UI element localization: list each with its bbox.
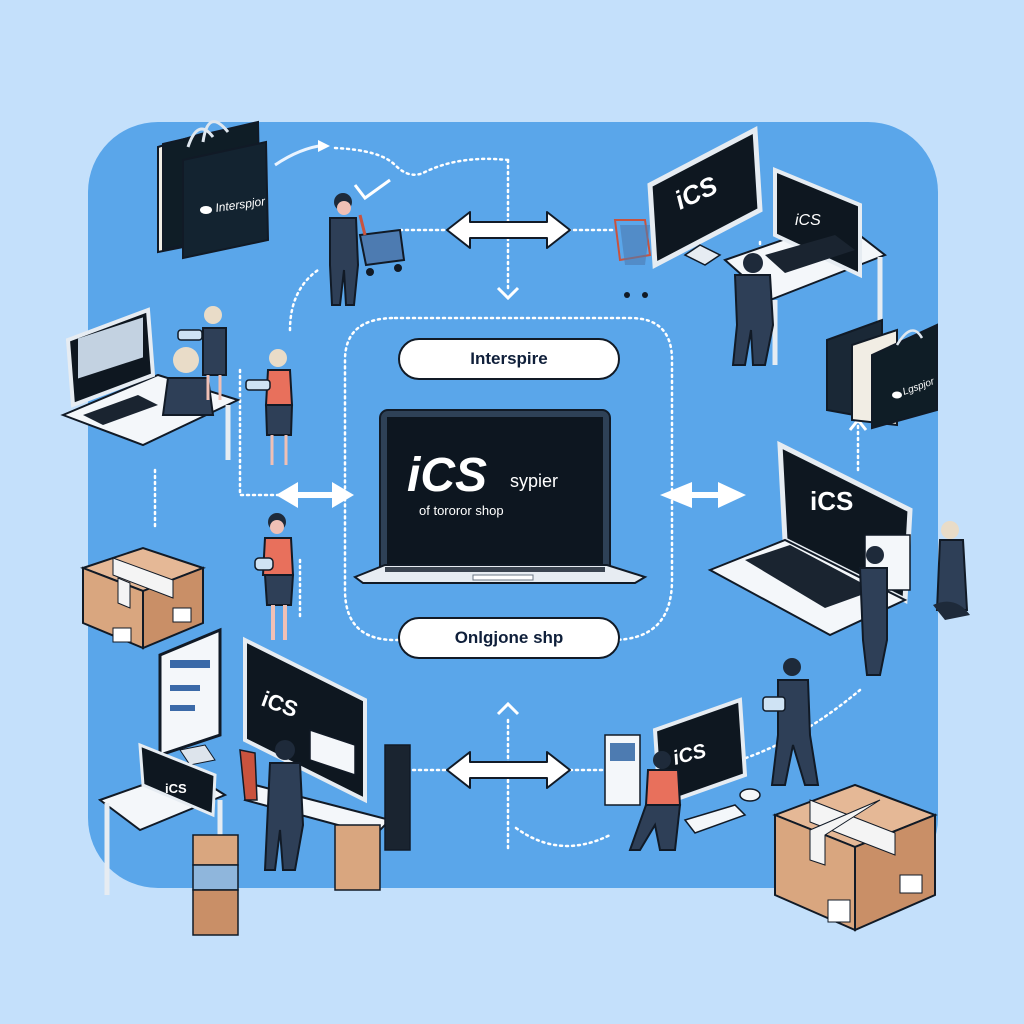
center-laptop: iCS sypier of tororor shop [352,409,648,584]
center-screen-subtitle: of tororor shop [419,503,504,518]
label-online-shop: Onlgjone shp [398,617,620,659]
package-bottom-right [772,783,938,932]
double-arrow-bottom [446,751,571,789]
office-bottom-left: iCS iCS [97,627,411,936]
connector-left-curve [288,268,320,332]
up-chevron-bottom [496,701,520,716]
double-arrow-top [446,211,571,249]
monitor-logo-3: iCS [810,486,853,516]
connector-top-curve [333,146,510,177]
monitor-logo-5: iCS [165,781,187,796]
double-arrow-left [276,482,354,508]
label-interspire: Interspire [398,338,620,380]
shopper-with-cart [329,193,406,306]
laptop-desk-left [60,306,294,465]
laptop-right: iCS [707,440,970,676]
staff-woman-center-left [254,513,295,640]
label-online-shop-text: Onlgjone shp [454,628,564,647]
shopping-bags-top-left: Interspjor [157,120,270,260]
label-interspire-text: Interspire [470,349,548,368]
connector-bottom-curve [514,826,612,848]
center-screen-logo: iCS [407,449,487,502]
connector-left-vertical [238,368,292,497]
packer-bottom-right: iCS [604,658,820,851]
workstation-top-right: iCS iCS [613,125,888,366]
arrow-top-left-curve [274,143,326,167]
down-chevron-top [496,286,520,301]
arrowhead-top [318,140,330,152]
double-arrow-right [660,482,746,508]
arrow-check [353,178,391,201]
monitor-logo-2: iCS [795,212,821,229]
package-left [80,546,206,650]
shopping-bags-right: Lgspjor [826,318,938,430]
center-screen-side-word: sypier [510,471,558,491]
